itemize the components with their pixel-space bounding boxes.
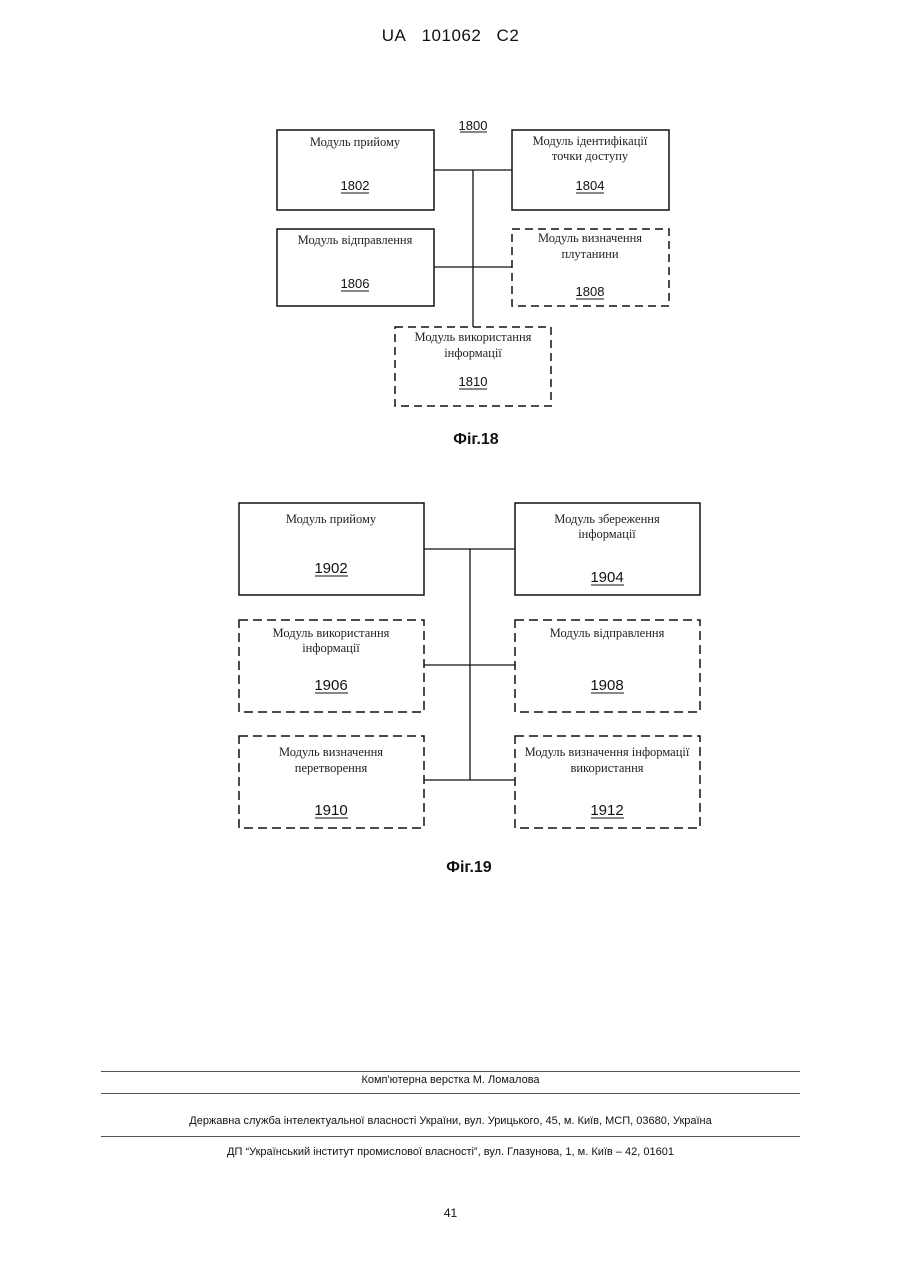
box-label: Модуль відправлення	[550, 626, 665, 640]
fig19-caption: Фіг.19	[446, 859, 492, 876]
fig19-box-1912: Модуль визначення інформації використанн…	[515, 736, 700, 828]
fig19-connectors	[424, 549, 515, 780]
box-label: Модуль використання	[273, 626, 390, 640]
fig18-caption: Фіг.18	[453, 431, 499, 448]
fig19-box-1908: Модуль відправлення 1908	[515, 620, 700, 712]
page-number: 41	[0, 1206, 901, 1220]
box-number: 1904	[590, 569, 623, 586]
fig18-connectors	[434, 170, 512, 327]
fig19-box-1910: Модуль визначення перетворення 1910	[239, 736, 424, 828]
fig18-reference-number: 1800	[459, 118, 488, 133]
footer-institute-address: ДП “Український інститут промислової вла…	[0, 1146, 901, 1158]
box-label: інформації	[578, 527, 636, 541]
box-label: плутанини	[561, 247, 618, 261]
box-number: 1902	[314, 560, 347, 577]
box-label: використання	[570, 761, 643, 775]
fig19-box-1904: Модуль збереження інформації 1904	[515, 503, 700, 595]
box-number: 1804	[576, 178, 605, 193]
box-number: 1908	[590, 677, 623, 694]
box-label: Модуль прийому	[286, 512, 377, 526]
footer-service-address: Державна служба інтелектуальної власност…	[0, 1115, 901, 1127]
box-label: Модуль збереження	[554, 512, 660, 526]
box-label: інформації	[444, 346, 502, 360]
fig18-box-1810: Модуль використання інформації 1810	[395, 327, 551, 406]
figure-18: 1800 Модуль прийому 1802 Модуль ідентифі…	[277, 118, 669, 448]
box-label: Модуль використання	[415, 330, 532, 344]
box-label: Модуль відправлення	[298, 233, 413, 247]
fig18-box-1804: Модуль ідентифікації точки доступу 1804	[512, 130, 669, 210]
box-label: перетворення	[295, 761, 368, 775]
fig19-box-1902: Модуль прийому 1902	[239, 503, 424, 595]
fig18-box-1806: Модуль відправлення 1806	[277, 229, 434, 306]
box-number: 1912	[590, 802, 623, 819]
box-number: 1806	[341, 276, 370, 291]
box-number: 1810	[459, 374, 488, 389]
footer-divider-top	[101, 1071, 800, 1072]
figure-19: Модуль прийому 1902 Модуль збереження ін…	[239, 503, 700, 876]
footer-divider-middle	[101, 1093, 800, 1094]
box-label: Модуль прийому	[310, 135, 401, 149]
box-label: Модуль визначення інформації	[525, 745, 690, 759]
box-label: Модуль визначення	[538, 231, 642, 245]
box-label: Модуль ідентифікації	[533, 134, 648, 148]
footer-layout-credit: Комп'ютерна верстка М. Ломалова	[0, 1074, 901, 1086]
box-label: Модуль визначення	[279, 745, 383, 759]
fig18-box-1802: Модуль прийому 1802	[277, 130, 434, 210]
box-number: 1910	[314, 802, 347, 819]
box-number: 1906	[314, 677, 347, 694]
box-label: точки доступу	[552, 149, 629, 163]
box-label: інформації	[302, 641, 360, 655]
diagram-canvas: 1800 Модуль прийому 1802 Модуль ідентифі…	[0, 0, 901, 900]
box-number: 1808	[576, 284, 605, 299]
fig18-box-1808: Модуль визначення плутанини 1808	[512, 229, 669, 306]
footer-divider-bottom	[101, 1136, 800, 1137]
fig19-box-1906: Модуль використання інформації 1906	[239, 620, 424, 712]
box-number: 1802	[341, 178, 370, 193]
